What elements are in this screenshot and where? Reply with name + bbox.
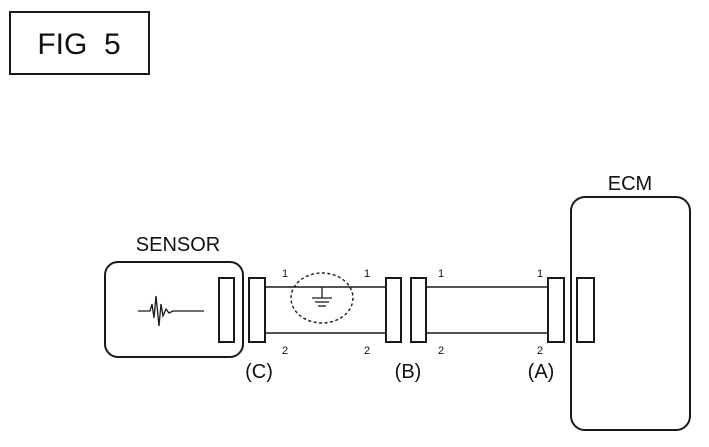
connector-b-left-pin-2: 2 [364,345,370,357]
connector-b-right [410,277,427,343]
figure-title-box [9,11,150,75]
connector-b-left-pin-1: 1 [364,268,370,280]
shield-circle [290,272,354,324]
sensor-box [104,261,244,358]
connector-c [248,277,266,343]
connector-b-label: (B) [395,361,422,383]
ecm-box [570,196,691,431]
ecm-connector [576,277,595,343]
ground-icon [312,287,332,307]
connector-a-pin-2: 2 [537,345,543,357]
connector-a-label: (A) [528,361,555,383]
connector-b-left [385,277,402,343]
sensor-connector [218,277,235,343]
ecm-label: ECM [608,173,652,195]
sensor-label: SENSOR [136,234,220,256]
connector-c-pin-1: 1 [282,268,288,280]
connector-b-pin-2: 2 [438,345,444,357]
figure-title: FIG 5 [37,28,120,61]
connector-c-label: (C) [245,361,273,383]
sensor-waveform-icon [138,295,204,327]
connector-c-pin-2: 2 [282,345,288,357]
connector-b-pin-1: 1 [438,268,444,280]
connector-a [547,277,565,343]
connector-a-pin-1: 1 [537,268,543,280]
